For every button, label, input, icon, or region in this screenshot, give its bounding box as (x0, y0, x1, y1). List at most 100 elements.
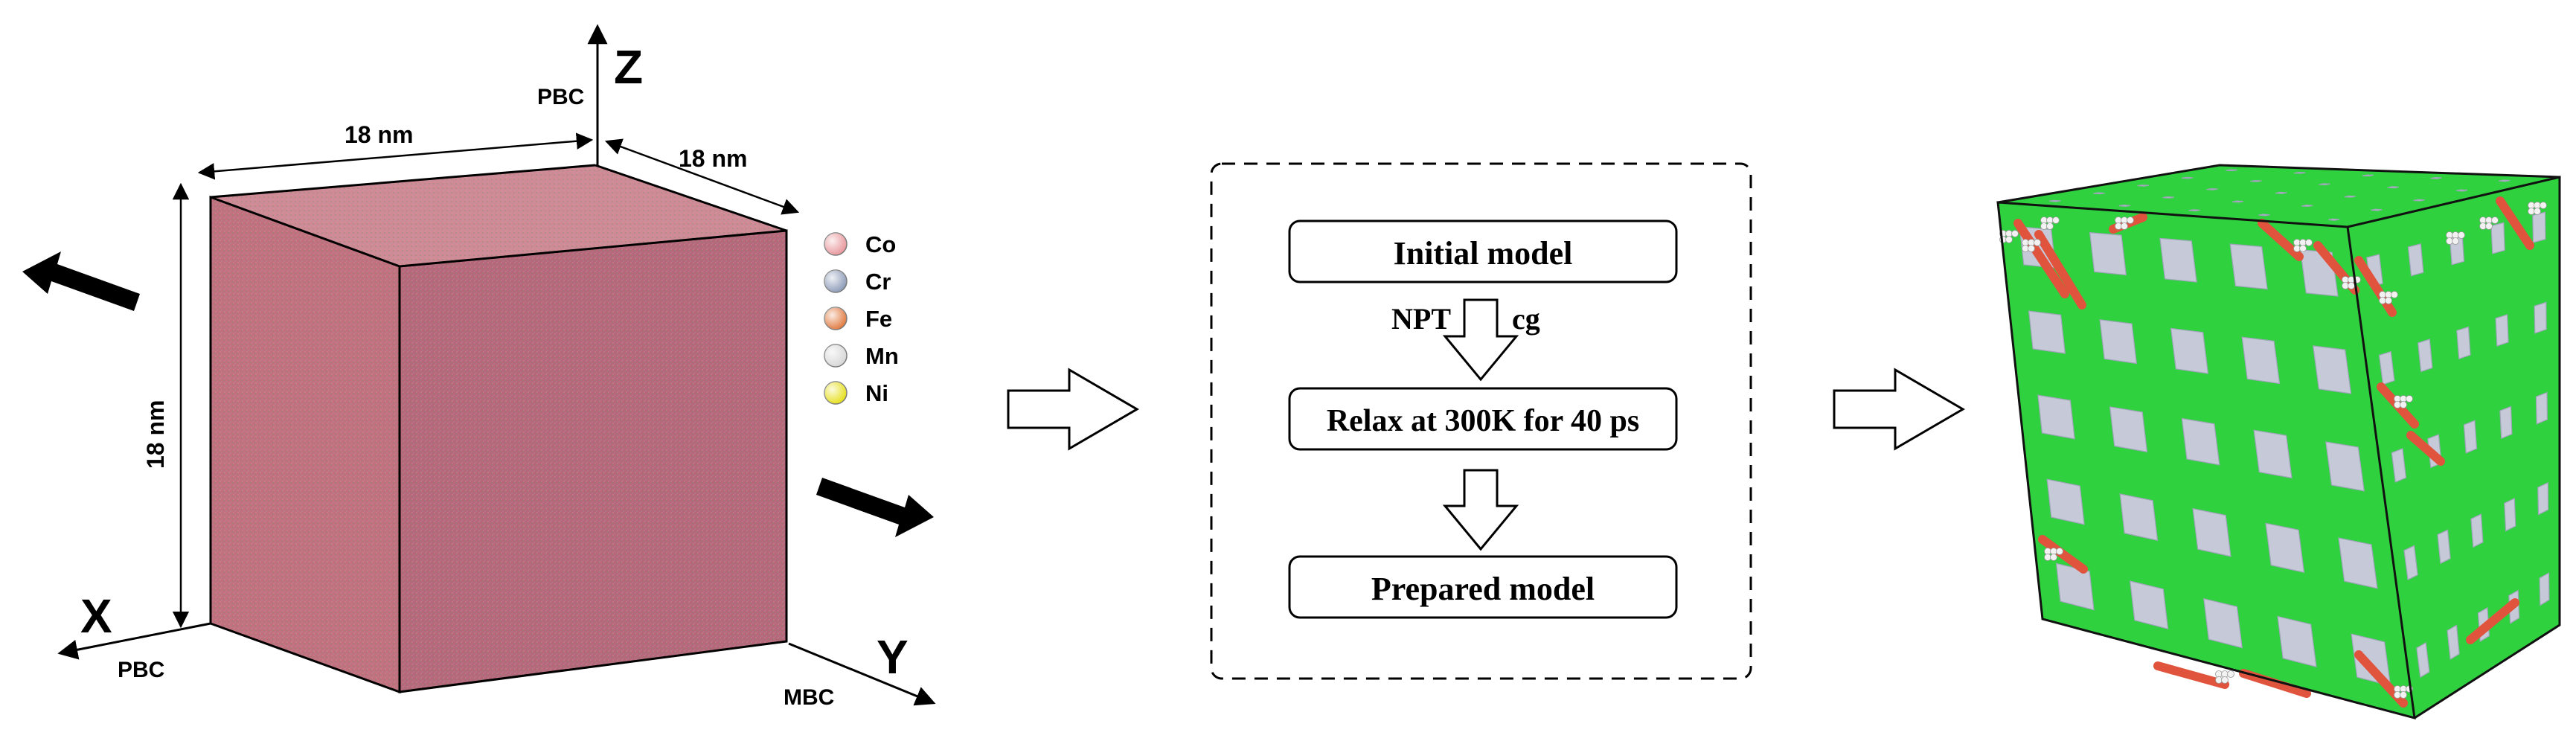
atom (2028, 245, 2035, 252)
z-axis-label: Z (614, 40, 643, 94)
void-side (2407, 243, 2424, 277)
void-side (2391, 448, 2407, 483)
legend-label: Fe (865, 306, 892, 332)
legend-label: Mn (865, 343, 899, 369)
void-side (2537, 481, 2549, 516)
void-top (2181, 176, 2194, 179)
void-front (2192, 507, 2231, 557)
void-side (2495, 314, 2509, 347)
atom (2011, 230, 2019, 237)
void-front (2277, 615, 2317, 668)
atom (2348, 282, 2355, 289)
x-axis (57, 622, 211, 660)
void-front (2241, 336, 2281, 385)
void-top (2301, 204, 2313, 208)
void-top (2275, 191, 2287, 194)
load-arrow-left (22, 251, 140, 311)
relax-arrow (1442, 469, 1519, 551)
legend-label: Co (865, 231, 896, 257)
initial-model-label: Initial model (1394, 235, 1573, 272)
atom (2491, 217, 2499, 224)
left-panel: Z X Y PBC PBC MBC 18 nm 18 nm 18 nm CoCr… (22, 24, 936, 710)
stacking-fault (2406, 431, 2445, 466)
z-boundary-label: PBC (537, 85, 584, 109)
atom (2227, 670, 2234, 678)
relax-label: Relax at 300K for 40 ps (1327, 404, 1639, 438)
stacking-fault (2466, 598, 2519, 644)
void-front (2028, 310, 2066, 354)
void-top (2319, 183, 2330, 185)
y-axis-label: Y (877, 630, 909, 684)
atom (2221, 676, 2229, 684)
x-axis-label: X (80, 589, 112, 643)
void-top (2162, 196, 2174, 199)
void-top (2430, 176, 2442, 179)
atom (2305, 239, 2313, 246)
void-side (2532, 211, 2546, 243)
legend-label: Ni (865, 380, 888, 406)
legend-item: Ni (824, 380, 888, 406)
void-front (2089, 231, 2127, 276)
atom (2005, 236, 2013, 243)
void-top (2327, 218, 2340, 221)
atom (2056, 548, 2063, 555)
void-side (2490, 222, 2505, 254)
load-arrow-right (816, 478, 934, 537)
atom (2127, 217, 2134, 224)
stacking-fault (2313, 241, 2359, 295)
void-side (2539, 571, 2550, 606)
void-top (2250, 179, 2262, 182)
void-top (2048, 199, 2061, 202)
legend-item: Co (824, 231, 896, 257)
legend-item: Cr (824, 269, 891, 295)
stacking-fault (2034, 230, 2086, 310)
stacking-fault (2354, 256, 2397, 317)
legend-item: Mn (824, 343, 899, 369)
relax-box (1288, 387, 1678, 451)
void-front (2313, 345, 2352, 394)
y-boundary-label: MBC (784, 685, 834, 710)
void-top (2137, 185, 2150, 187)
atom (2121, 222, 2128, 230)
relaxed-cube-side (2348, 177, 2560, 718)
void-side (2456, 326, 2471, 360)
void-top (2093, 192, 2105, 195)
void-front (2229, 243, 2268, 290)
void-top (2362, 174, 2374, 177)
void-side (2534, 301, 2547, 334)
atom (2052, 217, 2060, 224)
void-top (2188, 209, 2200, 212)
stacking-fault (2013, 219, 2069, 298)
x-boundary-label: PBC (118, 658, 164, 682)
prepared-model-label: Prepared model (1371, 571, 1595, 607)
atom (2299, 245, 2307, 252)
void-side (2499, 405, 2513, 440)
void-side (2403, 545, 2418, 581)
prepared-model-box (1288, 555, 1678, 619)
void-top (2206, 187, 2218, 190)
stacking-fault (2239, 669, 2311, 698)
atom (2406, 395, 2413, 403)
flow-arrow-1 (1007, 368, 1139, 451)
void-front (2119, 493, 2159, 542)
y-axis (788, 642, 936, 706)
dimension-arrow-right (604, 138, 800, 215)
void-top (2258, 214, 2270, 217)
atom (2385, 297, 2392, 304)
void-front (2181, 417, 2220, 466)
atom (2534, 208, 2541, 215)
void-side (2535, 391, 2548, 425)
void-front (2253, 429, 2293, 479)
void-front (2159, 237, 2197, 283)
void-top (2371, 208, 2383, 211)
right-panel (1996, 164, 2561, 720)
void-side (2463, 420, 2478, 454)
atom (2452, 237, 2459, 245)
void-top (2344, 195, 2356, 198)
void-side (2378, 350, 2395, 385)
dimension-side-label: 18 nm (142, 400, 169, 469)
void-front (2037, 394, 2075, 440)
dimension-top-label: 18 nm (345, 121, 413, 148)
stacking-fault (2258, 219, 2304, 261)
